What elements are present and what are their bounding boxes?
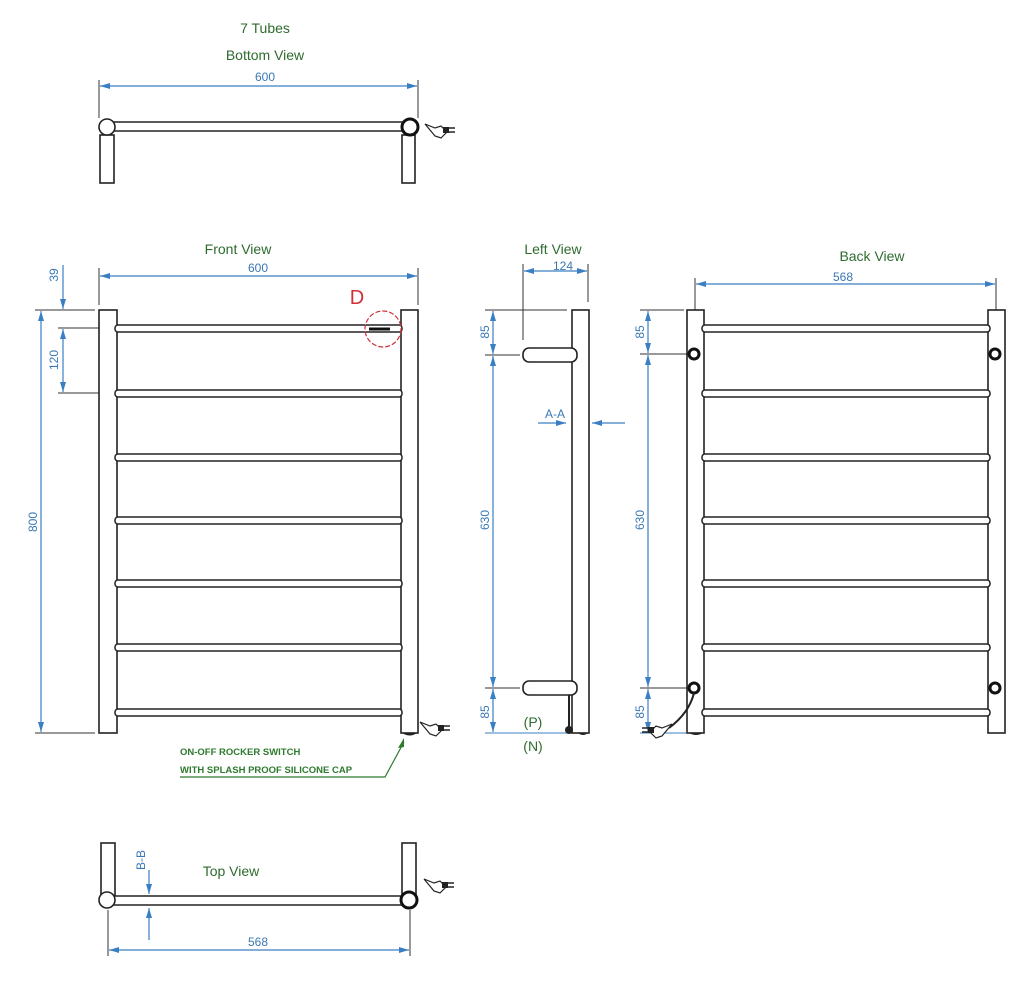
left-view: Left View 124 85 630 85 A-A (P) (N) xyxy=(478,241,625,754)
front-rails xyxy=(114,324,403,717)
back-view: Back View 568 85 630 85 xyxy=(633,248,1006,739)
section-b-b-label: B-B xyxy=(134,850,148,870)
front-view: Front View 600 39 120 800 D ON-OFF ROCK xyxy=(26,241,451,778)
top-view-title: Top View xyxy=(203,863,260,879)
label-n: (N) xyxy=(523,738,542,754)
annotation-line1: ON-OFF ROCKER SWITCH xyxy=(180,747,300,758)
tube-count-label: 7 Tubes xyxy=(240,20,290,36)
front-height-label: 800 xyxy=(26,512,40,532)
back-width-label: 568 xyxy=(833,270,853,284)
back-view-title: Back View xyxy=(839,248,905,264)
bottom-width-label: 600 xyxy=(255,70,275,84)
plug-icon xyxy=(641,723,673,739)
front-top-offset-label: 39 xyxy=(47,268,61,282)
label-p: (P) xyxy=(524,714,543,730)
plug-icon xyxy=(424,123,456,139)
bottom-view-title: Bottom View xyxy=(226,47,305,63)
bottom-view: Bottom View 600 xyxy=(98,47,456,184)
back-bracket-spacing-label: 630 xyxy=(633,510,647,530)
left-view-title: Left View xyxy=(524,241,582,257)
top-width-label: 568 xyxy=(248,935,268,949)
front-rail-spacing-label: 120 xyxy=(47,350,61,370)
detail-circle xyxy=(364,310,402,348)
plug-icon xyxy=(423,878,455,894)
back-bottom-offset-label: 85 xyxy=(633,705,647,719)
left-depth-label: 124 xyxy=(553,259,573,273)
back-top-offset-label: 85 xyxy=(633,325,647,339)
section-a-a-label: A-A xyxy=(545,407,565,421)
back-rails xyxy=(701,324,991,717)
front-view-title: Front View xyxy=(205,241,273,257)
plug-icon xyxy=(419,721,451,737)
left-bracket-spacing-label: 630 xyxy=(478,510,492,530)
annotation-line2: WITH SPLASH PROOF SILICONE CAP xyxy=(180,765,353,776)
front-width-label: 600 xyxy=(248,261,268,275)
detail-marker: D xyxy=(350,287,364,309)
left-bottom-offset-label: 85 xyxy=(478,705,492,719)
top-view: Top View B-B 568 xyxy=(98,842,455,956)
left-top-offset-label: 85 xyxy=(478,325,492,339)
